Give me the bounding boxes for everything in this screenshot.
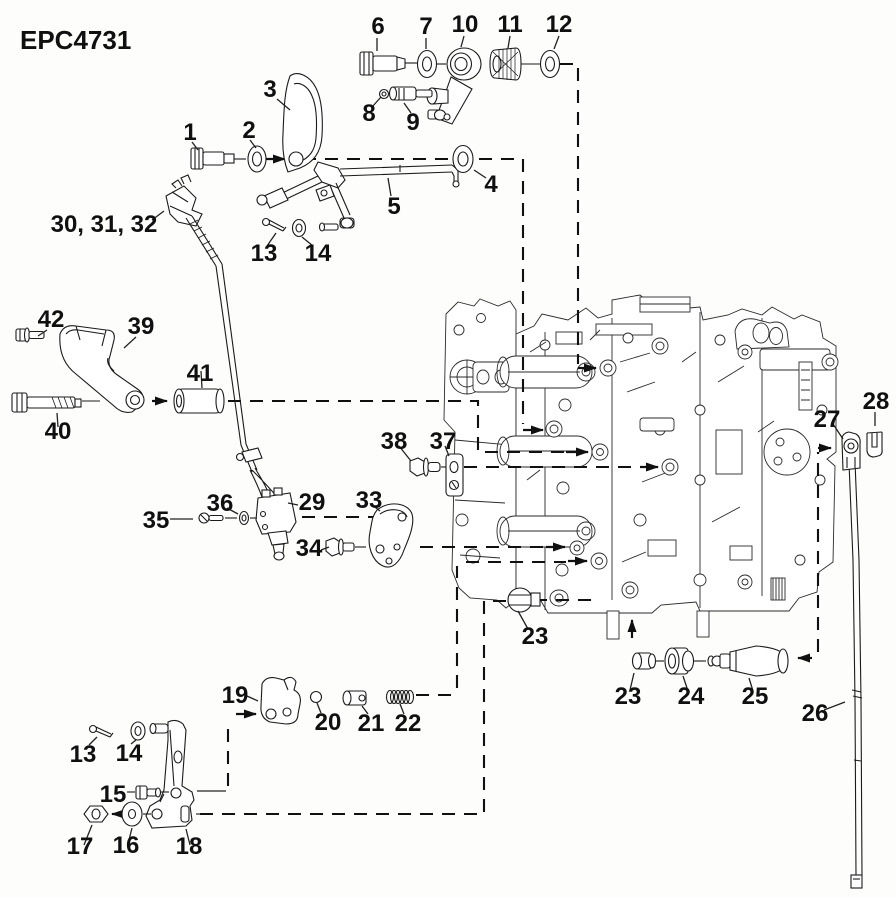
- callout-13-lower-label: 13: [70, 741, 97, 768]
- callout-24-label: 24: [678, 683, 705, 710]
- part-42-bolt: [15, 327, 45, 343]
- callout-28-label: 28: [863, 388, 890, 415]
- part-10-lever: [426, 47, 482, 125]
- part-29-sensor: [255, 487, 297, 561]
- callout-38-label: 38: [381, 428, 408, 455]
- assembly-dashed-paths: [200, 62, 820, 816]
- callout-5-label: 5: [387, 193, 400, 220]
- callout-7-label: 7: [419, 13, 432, 40]
- part-9-pin: [388, 86, 433, 101]
- part-28-clip: [866, 431, 883, 458]
- callout-17-label: 17: [67, 833, 94, 860]
- callout-30-31-32-label: 30, 31, 32: [51, 211, 158, 238]
- callout-26-label: 26: [802, 700, 829, 727]
- callout-18-label: 18: [176, 833, 203, 860]
- callout-41-label: 41: [187, 360, 214, 387]
- part-23-plug-upper: [507, 587, 541, 613]
- callout-14-lower-label: 14: [116, 740, 143, 767]
- part-12-washer: [539, 49, 561, 79]
- callout-23-upper-label: 23: [522, 623, 549, 650]
- callout-23-lower-label: 23: [615, 683, 642, 710]
- part-1-bolt: [190, 147, 246, 170]
- part-26-rod: [848, 461, 863, 889]
- callout-3-label: 3: [263, 76, 276, 103]
- callout-25-label: 25: [742, 683, 769, 710]
- callout-36-label: 36: [207, 490, 234, 517]
- callout-labels: EPC4731 1 2 3 4 5 6 7 8 9 10 11 12 13 14…: [20, 11, 889, 860]
- callout-6-label: 6: [371, 13, 384, 40]
- part-15-bolt: [127, 785, 169, 800]
- callout-1-label: 1: [183, 119, 196, 146]
- part-21-pin: [342, 690, 367, 706]
- callout-21-label: 21: [358, 710, 385, 737]
- part-34-bolt: [325, 537, 366, 557]
- callout-22-label: 22: [395, 710, 422, 737]
- part-16-washer: [121, 801, 143, 827]
- callout-27-label: 27: [814, 406, 841, 433]
- callout-12-label: 12: [546, 11, 573, 38]
- part-40-bolt: [11, 392, 100, 413]
- part-11-bushing: [489, 47, 540, 81]
- callout-15-label: 15: [100, 781, 127, 808]
- part-3-bracket: [282, 73, 323, 173]
- callout-9-label: 9: [406, 109, 419, 136]
- part-38-bolt: [409, 457, 446, 477]
- part-13-cotter-pin-lower: [88, 724, 114, 738]
- part-7-washer: [416, 49, 446, 79]
- callout-13-upper-label: 13: [251, 240, 278, 267]
- part-2-washer: [247, 145, 267, 173]
- assembly-arrows: [111, 154, 832, 819]
- leader-lines: [37, 35, 876, 846]
- callout-34-label: 34: [296, 535, 323, 562]
- part-6-bolt: [359, 51, 417, 76]
- diagram-code-label: EPC4731: [20, 25, 131, 55]
- part-17-nut: [83, 805, 109, 823]
- part-25-handle: [707, 645, 789, 677]
- part-30-31-32-cable-assembly: [165, 174, 279, 499]
- part-22-spring: [385, 689, 415, 705]
- part-36-washer: [238, 510, 257, 526]
- part-19-cam: [260, 676, 301, 725]
- callout-2-label: 2: [242, 117, 255, 144]
- part-23-plug-lower: [631, 652, 664, 670]
- callout-10-label: 10: [452, 11, 479, 38]
- part-14-washer-lower: [130, 721, 146, 741]
- part-5-linkage-rod: [256, 161, 460, 232]
- part-14-washer-upper: [291, 218, 307, 238]
- callout-35-label: 35: [143, 507, 170, 534]
- part-13-cotter-pin-upper: [261, 217, 287, 232]
- callout-14-upper-label: 14: [305, 240, 332, 267]
- part-8-screw: [378, 88, 390, 100]
- part-20-ball: [309, 690, 323, 704]
- callout-40-label: 40: [45, 418, 72, 445]
- part-41-spacer: [173, 388, 225, 414]
- callout-16-label: 16: [113, 832, 140, 859]
- part-35-screw: [198, 512, 237, 524]
- callout-11-label: 11: [497, 11, 522, 38]
- callout-33-label: 33: [356, 487, 383, 514]
- part-39-bracket: [59, 325, 145, 413]
- callout-4-label: 4: [484, 171, 498, 198]
- callout-29-label: 29: [299, 489, 326, 516]
- callout-37-label: 37: [430, 428, 457, 455]
- callout-8-label: 8: [362, 100, 375, 127]
- callout-39-label: 39: [128, 313, 155, 340]
- part-27-link-end: [841, 431, 861, 471]
- part-18-bracket: [143, 719, 200, 829]
- part-37-plate: [445, 453, 464, 497]
- callout-42-label: 42: [38, 306, 65, 333]
- part-24-seal: [664, 647, 706, 675]
- part-33-plate: [368, 503, 414, 568]
- parts-artwork: [11, 47, 883, 889]
- engine-block-illustration: [443, 294, 839, 640]
- callout-19-label: 19: [222, 682, 249, 709]
- callout-20-label: 20: [315, 709, 342, 736]
- part-4-grommet: [452, 144, 474, 174]
